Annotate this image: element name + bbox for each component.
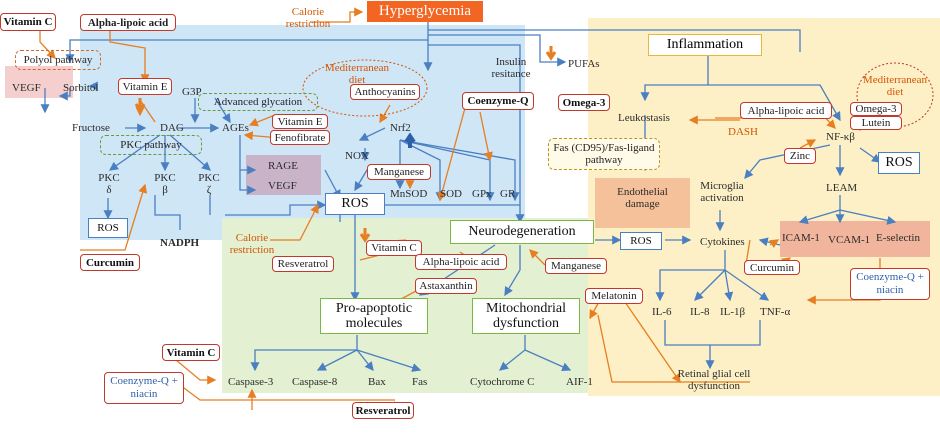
pufas: PUFAs [568, 58, 600, 70]
microglia-activation: Microglia activation [700, 180, 744, 204]
aif-1: AIF-1 [566, 376, 593, 388]
fructose: Fructose [72, 122, 110, 134]
endothelial-damage: Endothelial damage [617, 186, 668, 210]
pro-apoptotic-molecules: Pro-apoptotic molecules [320, 298, 428, 334]
bax: Bax [368, 376, 386, 388]
e-selectin: E-selectin [876, 232, 920, 244]
omega3-left: Omega-3 [558, 94, 610, 111]
icam-1: ICAM-1 [782, 232, 820, 244]
mitochondrial-dysfunction: Mitochondrial dysfunction [472, 298, 580, 334]
endothelial-shade [595, 178, 690, 228]
rage-vegf-shade [246, 155, 321, 195]
leukostasis: Leukostasis [618, 112, 670, 124]
mediterranean-diet-left: Mediterranean diet [324, 62, 390, 86]
nox: NOX [345, 150, 369, 162]
curcumin-right: Curcumin [744, 260, 800, 275]
retinal-glial-dysfunction: Retinal glial cell dysfunction [677, 368, 751, 392]
ros-right: ROS [620, 232, 662, 250]
dash: DASH [728, 126, 758, 138]
fas-ligand-pathway: Fas (CD95)/Fas-ligand pathway [548, 138, 660, 170]
gr: GR [500, 188, 516, 200]
mediterranean-diet-right: Mediterranean diet [862, 74, 928, 98]
sorbitol: Sorbitol [63, 82, 99, 94]
resveratrol-2: Resveratrol [352, 402, 414, 419]
zinc: Zinc [784, 148, 816, 164]
vcam-1: VCAM-1 [828, 234, 871, 246]
ros-small: ROS [88, 218, 128, 238]
alpha-lipoic-acid-right: Alpha-lipoic acid [740, 102, 832, 119]
il-1b: IL-1β [720, 306, 746, 318]
polyol-pathway: Polyol pathway [15, 50, 101, 70]
fenofibrate: Fenofibrate [270, 130, 330, 145]
advanced-glycation: Advanced glycation [198, 93, 318, 111]
adhesion-shade [780, 221, 930, 257]
astaxanthin: Astaxanthin [415, 278, 477, 294]
leam: LEAM [826, 182, 858, 194]
ros-big: ROS [325, 193, 385, 215]
alpha-lipoic-acid-left: Alpha-lipoic acid [80, 14, 176, 31]
vitamin-c-mid: Vitamin C [366, 240, 422, 256]
coenzyme-q-niacin-left: Coenzyme-Q + niacin [104, 372, 184, 404]
melatonin: Melatonin [585, 288, 643, 304]
vitamin-e-1: Vitamin E [118, 78, 172, 95]
il-8: IL-8 [690, 306, 710, 318]
caspase-8: Caspase-8 [292, 376, 338, 388]
vegf-mid: VEGF [268, 180, 297, 192]
inflammation: Inflammation [648, 34, 762, 56]
manganese-1: Manganese [367, 164, 431, 180]
nadph: NADPH [160, 237, 200, 249]
cytochrome-c: Cytochrome C [470, 376, 535, 388]
cytokines: Cytokines [700, 236, 745, 248]
curcumin-left: Curcumin [80, 254, 140, 271]
lutein: Lutein [850, 116, 902, 130]
hyperglycemia-node: Hyperglycemia [367, 1, 483, 22]
g3p: G3P [182, 86, 202, 98]
gpx: GPx [472, 188, 492, 200]
calorie-restriction-mid: Calorie restriction [229, 232, 275, 256]
calorie-restriction-top: Calorie restriction [285, 6, 331, 30]
alpha-lipoic-acid-mid: Alpha-lipoic acid [415, 254, 507, 270]
sod: SOD [440, 188, 463, 200]
neurodegeneration: Neurodegeneration [450, 220, 594, 244]
rage: RAGE [268, 160, 298, 172]
dag: DAG [160, 122, 184, 134]
nrf2: Nrf2 [390, 122, 411, 134]
vitamin-c-bottom: Vitamin C [162, 344, 220, 361]
vegf-left: VEGF [12, 82, 41, 94]
pkc-zeta: PKC ζ [198, 172, 220, 196]
coenzyme-q-top: Coenzyme-Q [462, 92, 534, 110]
ages: AGEs [222, 122, 249, 134]
mnsod: MnSOD [390, 188, 428, 200]
vitamin-c-left: Vitamin C [0, 13, 56, 31]
nf-kb: NF-κβ [826, 131, 855, 143]
pkc-pathway: PKC pathway [100, 135, 202, 155]
insulin-resistance: Insulin resitance [491, 56, 531, 80]
tnf-a: TNF-α [760, 306, 791, 318]
pkc-delta: PKC δ [98, 172, 120, 196]
ros-right-2: ROS [878, 152, 920, 174]
vitamin-e-2: Vitamin E [272, 114, 328, 129]
il-6: IL-6 [652, 306, 672, 318]
manganese-2: Manganese [545, 258, 607, 274]
resveratrol-1: Resveratrol [272, 256, 334, 272]
caspase-3: Caspase-3 [228, 376, 274, 388]
fas: Fas [412, 376, 428, 388]
omega3-right: Omega-3 [850, 102, 902, 116]
coenzyme-q-niacin-right: Coenzyme-Q + niacin [850, 268, 930, 300]
anthocyanins: Anthocyanins [350, 84, 420, 100]
pkc-beta: PKC β [154, 172, 176, 196]
